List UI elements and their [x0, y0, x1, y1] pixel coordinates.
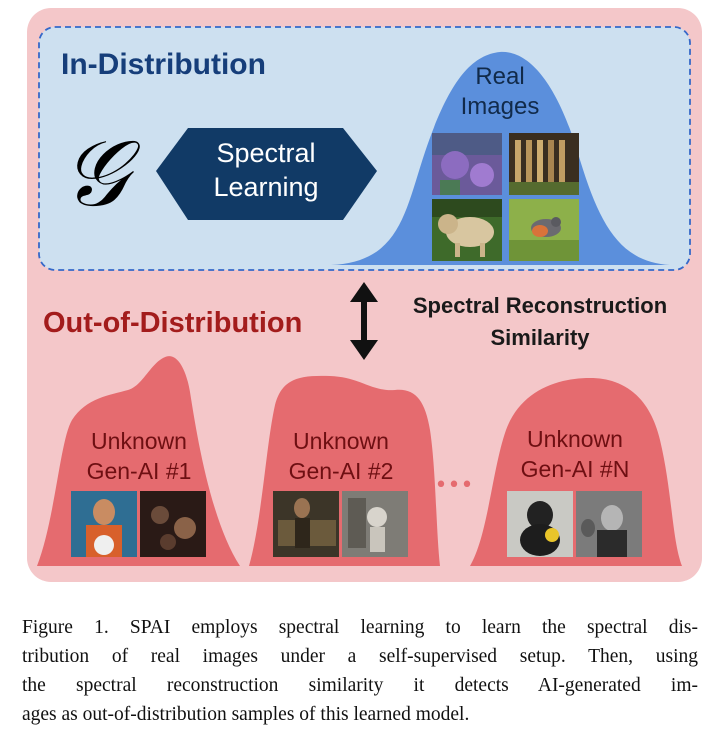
thumbnail-wooden-fence	[509, 133, 579, 195]
gen-ai-n-thumbnails	[507, 491, 642, 557]
gen-ai-n-line2: Gen-AI #N	[521, 456, 630, 482]
double-arrow-icon	[350, 282, 378, 360]
thumbnail-ruined-building	[342, 491, 408, 557]
caption-line-3: the spectral reconstruction similarity i…	[22, 675, 698, 696]
gen-ai-n-line1: Unknown	[527, 426, 623, 452]
gen-ai-1-line1: Unknown	[91, 428, 187, 454]
out-of-distribution-label: Out-of-Distribution	[43, 307, 302, 339]
thumbnail-dog	[432, 199, 502, 261]
gen-ai-2-line1: Unknown	[293, 428, 389, 454]
gen-ai-2-thumbnails	[273, 491, 408, 557]
ellipsis-dots: •••	[435, 473, 474, 498]
similarity-line2: Similarity	[490, 325, 590, 350]
gen-ai-1-thumbnails	[71, 491, 206, 557]
in-distribution-label: In-Distribution	[61, 48, 266, 81]
real-images-line2: Images	[461, 93, 540, 120]
thumbnail-dark-crowd	[140, 491, 206, 557]
caption-line-2: tribution of real images under a self-su…	[22, 646, 698, 667]
real-images-line1: Real	[475, 63, 524, 90]
thumbnail-purple-flowers	[432, 133, 502, 195]
thumbnail-bird	[509, 199, 579, 261]
thumbnail-gorilla	[507, 491, 573, 557]
gen-ai-1-line2: Gen-AI #1	[87, 458, 192, 484]
similarity-line1: Spectral Reconstruction	[413, 293, 667, 318]
figure-caption: Figure 1. SPAI employs spectral learning…	[22, 613, 698, 729]
spectral-learning-line2: Learning	[213, 172, 318, 202]
real-image-thumbnails	[432, 133, 579, 261]
gen-ai-2-line2: Gen-AI #2	[289, 458, 394, 484]
thumbnail-goalkeeper	[71, 491, 137, 557]
figure-diagram: In-Distribution 𝒢 Spectral Learning Real…	[27, 8, 702, 582]
thumbnail-portrait-bw	[576, 491, 642, 557]
caption-line-1: Figure 1. SPAI employs spectral learning…	[22, 617, 698, 638]
spectral-learning-hexagon	[156, 128, 377, 220]
spectral-learning-line1: Spectral	[216, 138, 315, 168]
caption-line-4: ages as out-of-distribution samples of t…	[22, 704, 470, 725]
thumbnail-man-with-car	[273, 491, 339, 557]
